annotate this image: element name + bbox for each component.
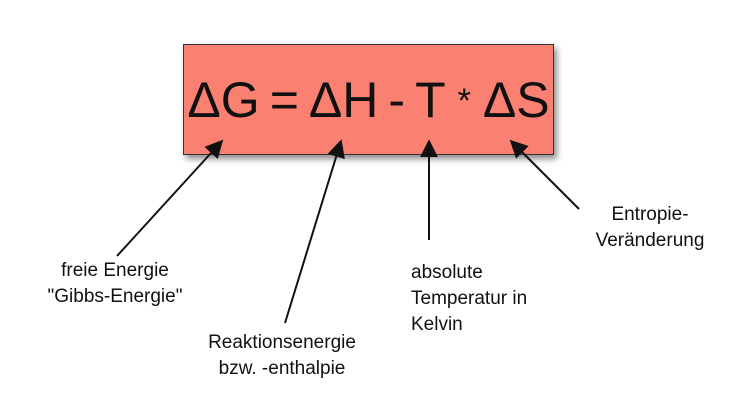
label-enthalpy-line1: Reaktionsenergie xyxy=(208,332,356,353)
delta-s-term: ΔS xyxy=(482,71,550,128)
label-reaction-enthalpy: Reaktionsenergie bzw. -enthalpie xyxy=(187,330,377,382)
label-entropy-line1: Entropie- xyxy=(611,204,689,225)
multiply-sign: * xyxy=(457,82,471,120)
label-absolute-temperature: absolute Temperatur in Kelvin xyxy=(411,260,581,338)
label-temperature-line2: Temperatur in xyxy=(411,288,528,309)
gibbs-equation: ΔG = ΔH - T * ΔS xyxy=(187,71,549,129)
label-temperature-line3: Kelvin xyxy=(411,314,463,335)
label-gibbs-line1: freie Energie xyxy=(61,260,169,281)
equals-sign: = xyxy=(269,71,299,128)
minus-sign: - xyxy=(388,71,406,128)
label-entropy-line2: Veränderung xyxy=(595,230,705,251)
arrow-enthalpy xyxy=(284,139,345,324)
label-gibbs-line2: "Gibbs-Energie" xyxy=(47,286,183,307)
delta-g-term: ΔG xyxy=(187,71,260,128)
label-entropy-change: Entropie- Veränderung xyxy=(575,202,725,254)
temperature-term: T xyxy=(415,71,446,128)
formula-box: ΔG = ΔH - T * ΔS xyxy=(183,44,554,155)
label-temperature-line1: absolute xyxy=(411,262,483,283)
label-gibbs-energy: freie Energie "Gibbs-Energie" xyxy=(20,258,210,310)
label-enthalpy-line2: bzw. -enthalpie xyxy=(218,358,346,379)
delta-h-term: ΔH xyxy=(308,71,379,128)
arrow-gibbs xyxy=(116,139,224,257)
